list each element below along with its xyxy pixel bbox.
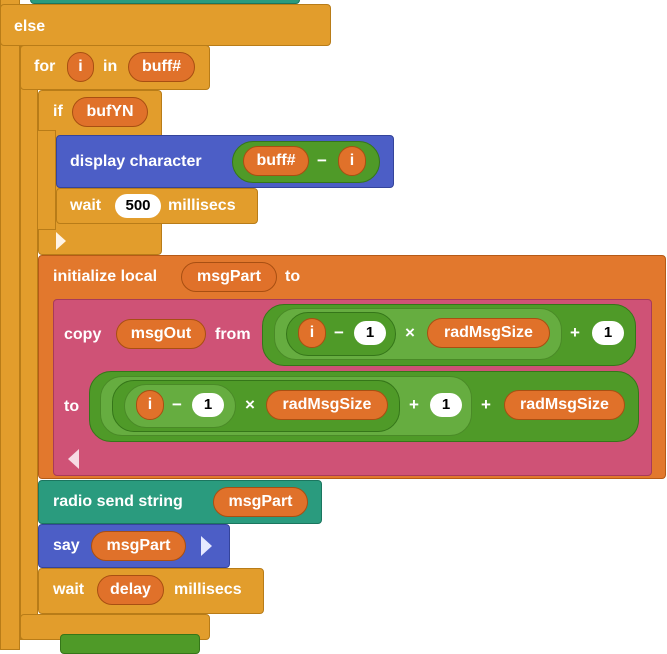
else-label: else xyxy=(14,18,46,35)
to-literal-1a[interactable]: 1 xyxy=(192,393,224,417)
from-var-i[interactable]: i xyxy=(298,318,326,348)
expand-arrow-icon[interactable] xyxy=(201,536,212,556)
if-body-rail xyxy=(38,130,56,230)
to-var-i[interactable]: i xyxy=(136,390,164,420)
from-keyword: from xyxy=(215,326,251,343)
to-literal-1b[interactable]: 1 xyxy=(430,393,462,417)
minus-operator: − xyxy=(317,151,327,170)
from-plus-op: + xyxy=(570,323,580,342)
display-character-label: display character xyxy=(70,153,202,170)
from-literal-1a[interactable]: 1 xyxy=(354,321,386,345)
else-bar xyxy=(0,4,331,46)
display-var-i[interactable]: i xyxy=(338,146,366,176)
to-var-radMsgSize[interactable]: radMsgSize xyxy=(266,390,388,420)
list-variable-buff[interactable]: buff# xyxy=(128,52,195,82)
wait-value-500[interactable]: 500 xyxy=(115,194,161,218)
to-plus-op-1: + xyxy=(409,395,419,414)
display-var-buff[interactable]: buff# xyxy=(243,146,309,176)
to-keyword: to xyxy=(285,268,301,285)
wait-value-delay[interactable]: delay xyxy=(97,575,164,605)
to-times-op: × xyxy=(245,395,255,414)
condition-variable-bufYN[interactable]: bufYN xyxy=(72,97,148,127)
if-keyword: if xyxy=(53,103,63,120)
collapse-arrow-icon[interactable] xyxy=(68,449,79,469)
next-block-tail[interactable] xyxy=(60,634,200,654)
from-minus-op: − xyxy=(334,323,344,342)
wait-keyword-2: wait xyxy=(53,581,85,598)
from-literal-1b[interactable]: 1 xyxy=(592,321,624,345)
loop-variable-i[interactable]: i xyxy=(67,52,94,82)
in-keyword: in xyxy=(103,58,118,75)
copy-keyword: copy xyxy=(64,326,102,343)
say-keyword: say xyxy=(53,537,80,554)
to-minus-op: − xyxy=(172,395,182,414)
copy-source-msgOut[interactable]: msgOut xyxy=(116,319,206,349)
radio-send-string-label: radio send string xyxy=(53,493,183,510)
wait-keyword: wait xyxy=(70,197,102,214)
millisecs-unit: millisecs xyxy=(168,197,236,214)
to-var-radMsgSize-2[interactable]: radMsgSize xyxy=(504,390,625,420)
from-var-radMsgSize[interactable]: radMsgSize xyxy=(427,318,550,348)
for-each-block[interactable] xyxy=(20,45,38,640)
collapse-arrow-icon[interactable] xyxy=(56,232,66,250)
initialize-local-label: initialize local xyxy=(53,268,158,285)
for-keyword: for xyxy=(34,58,56,75)
radio-value-msgPart[interactable]: msgPart xyxy=(213,487,308,517)
from-times-op: × xyxy=(405,323,415,342)
to-keyword-copy: to xyxy=(64,398,80,415)
millisecs-unit-2: millisecs xyxy=(174,581,242,598)
say-value-msgPart[interactable]: msgPart xyxy=(91,531,186,561)
outer-if-else-block[interactable] xyxy=(0,0,20,650)
local-name-msgPart[interactable]: msgPart xyxy=(181,262,277,292)
to-plus-op-2: + xyxy=(481,395,491,414)
